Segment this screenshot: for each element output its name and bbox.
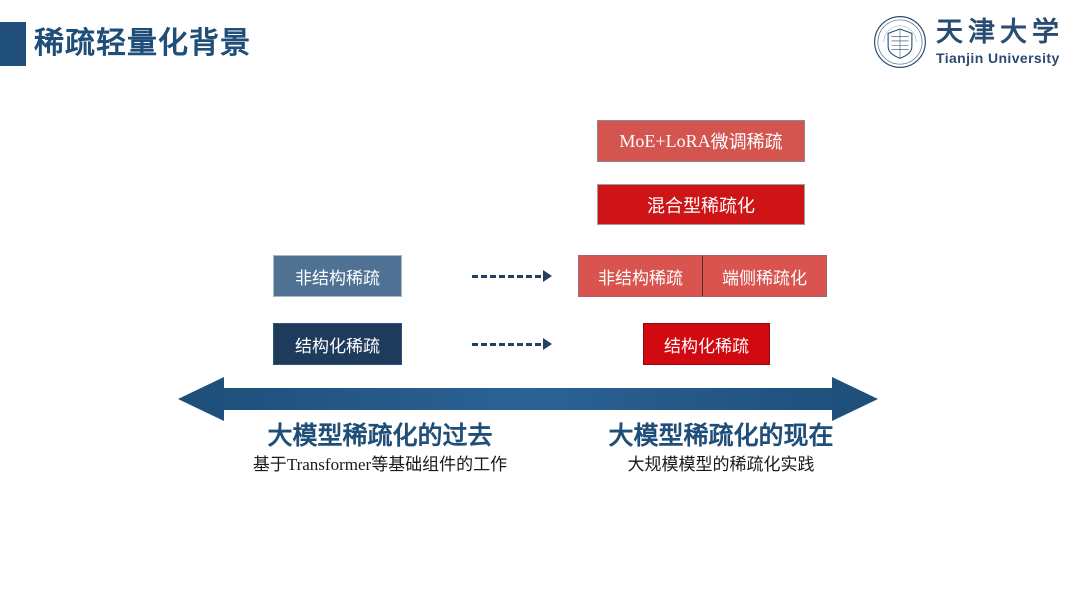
- era-past-subtitle-prefix: 基于: [252, 455, 287, 474]
- box-group-unstructured-edge: 非结构稀疏 端侧稀疏化: [578, 255, 827, 297]
- era-past-title: 大模型稀疏化的过去: [267, 422, 493, 450]
- box-moe-lora-label-cjk: 微调稀疏: [710, 132, 783, 152]
- era-label-now: 大模型稀疏化的现在 大规模模型的稀疏化实践: [556, 421, 886, 477]
- title-accent-marker: [0, 22, 26, 66]
- connector-arrowhead-icon: [543, 270, 552, 282]
- box-structured-present: 结构化稀疏: [643, 323, 770, 365]
- era-now-title: 大模型稀疏化的现在: [608, 422, 834, 450]
- university-name-cn: 天津大学: [936, 17, 1064, 47]
- box-unstructured-present: 非结构稀疏: [579, 256, 703, 296]
- era-label-past: 大模型稀疏化的过去 基于Transformer等基础组件的工作: [215, 421, 545, 477]
- box-hybrid-sparse: 混合型稀疏化: [597, 184, 805, 225]
- university-seal-icon: [874, 16, 926, 68]
- box-unstructured-past: 非结构稀疏: [273, 255, 402, 297]
- box-moe-lora-label-latin: MoE+LoRA: [619, 130, 711, 151]
- page-title: 稀疏轻量化背景: [34, 27, 251, 60]
- box-edge-sparse-present: 端侧稀疏化: [722, 268, 807, 288]
- university-name-en: Tianjin University: [936, 50, 1060, 66]
- timeline-double-arrow-icon: [178, 377, 878, 421]
- box-structured-past: 结构化稀疏: [273, 323, 402, 365]
- connector-line: [472, 274, 541, 278]
- connector-arrow-structured: [472, 337, 552, 351]
- connector-arrowhead-icon: [543, 338, 552, 350]
- university-name-block: 天津大学 Tianjin University: [936, 17, 1064, 66]
- connector-line: [472, 342, 541, 346]
- era-past-subtitle-latin: Transformer: [286, 455, 372, 474]
- era-now-subtitle: 大规模模型的稀疏化实践: [627, 455, 815, 474]
- connector-arrow-unstructured: [472, 269, 552, 283]
- era-past-subtitle-suffix: 等基础组件的工作: [371, 455, 508, 474]
- university-logo: 天津大学 Tianjin University: [873, 12, 1064, 72]
- era-past-subtitle: 基于Transformer等基础组件的工作: [215, 453, 545, 477]
